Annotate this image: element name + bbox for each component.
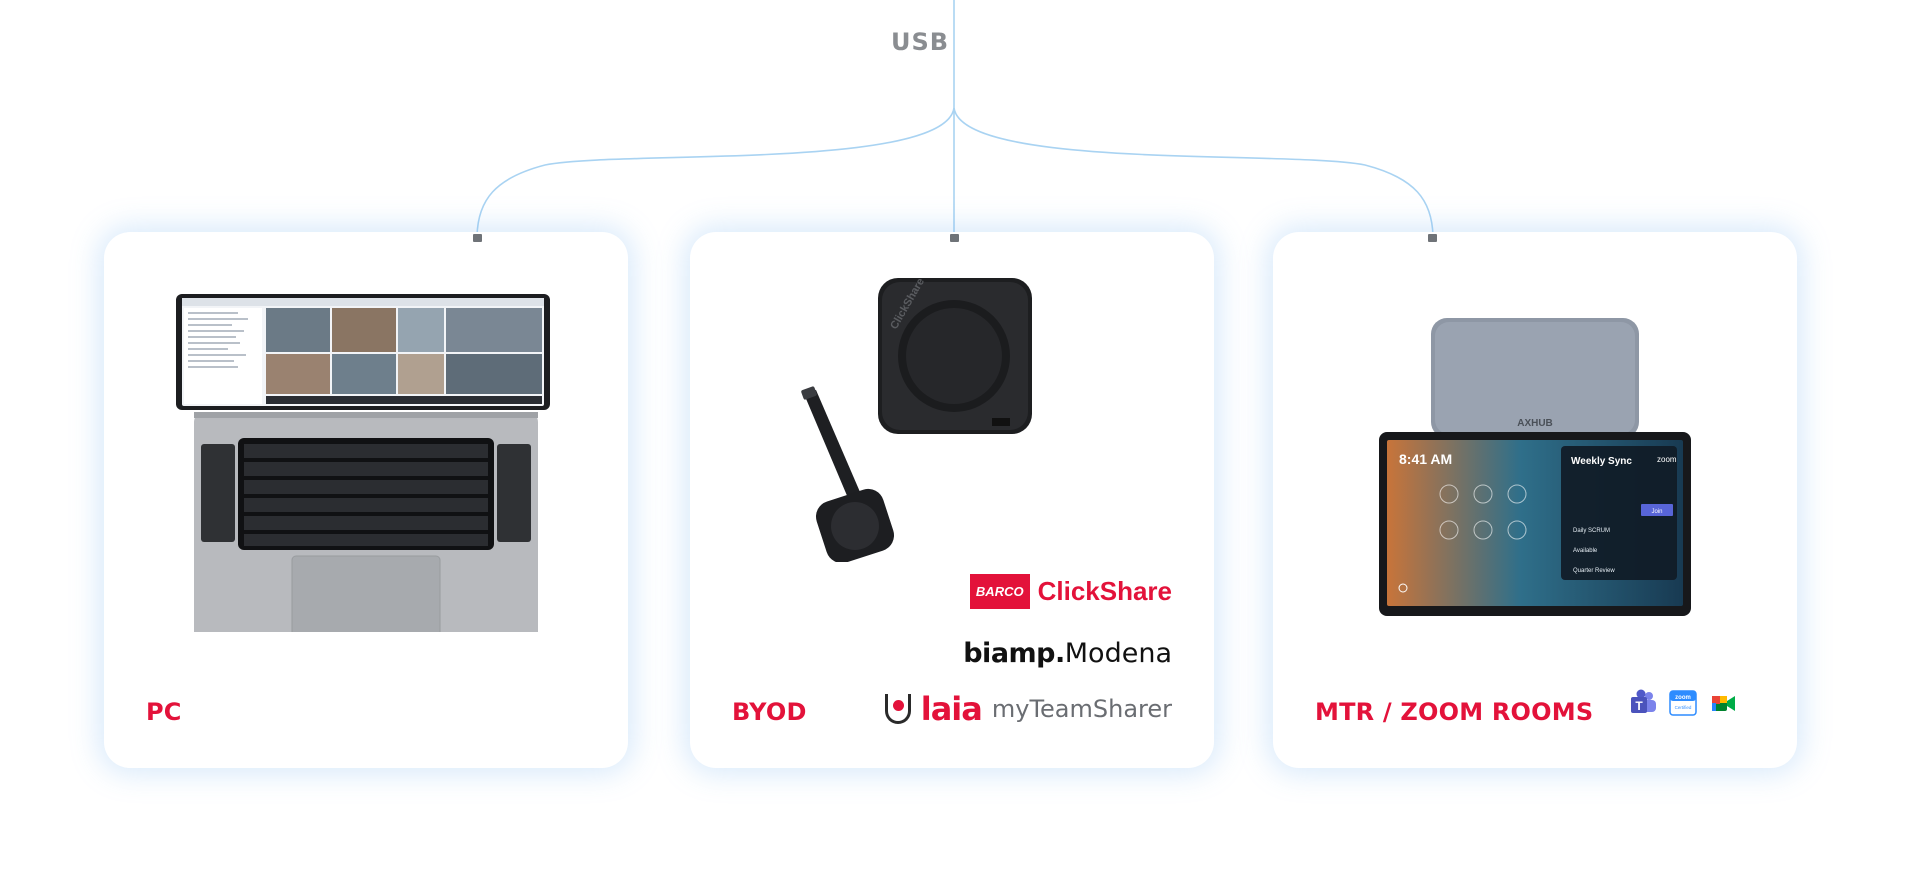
usb-port xyxy=(1428,234,1437,242)
zoom-certified-icon: zoom Certified xyxy=(1669,690,1697,716)
laia-shield-icon xyxy=(884,694,911,724)
zoom-badge-sub: Certified xyxy=(1675,705,1692,710)
usb-branch-left xyxy=(476,107,955,237)
clickshare-wordmark: ClickShare xyxy=(1037,576,1172,606)
pc-card: PC xyxy=(104,232,628,768)
pc-title: PC xyxy=(146,698,182,726)
byod-card: ClickShare BARCO ClickShare biamp.Modena… xyxy=(690,232,1214,768)
svg-text:T: T xyxy=(1635,699,1643,713)
myteamsharer-wordmark: myTeamSharer xyxy=(991,695,1172,723)
biamp-wordmark: biamp. xyxy=(963,638,1065,669)
device-agenda-2: Available xyxy=(1573,548,1598,554)
device-agenda-3: Quarter Review xyxy=(1573,568,1615,574)
device-meeting-title: Weekly Sync xyxy=(1571,456,1632,467)
usb-port xyxy=(473,234,482,242)
usb-branch-right xyxy=(953,107,1434,237)
biamp-modena-logo: biamp.Modena xyxy=(963,638,1172,669)
mtr-card: AXHUB 8:41 AM Weekly Sync zoom Join Dail… xyxy=(1273,232,1797,768)
modena-wordmark: Modena xyxy=(1064,638,1172,669)
laia-wordmark: laia xyxy=(920,690,983,728)
laia-myteamsharer-logo: laia myTeamSharer xyxy=(884,690,1172,728)
usb-port xyxy=(950,234,959,242)
microsoft-teams-icon: T xyxy=(1631,689,1656,713)
device-join-label: Join xyxy=(1651,509,1662,515)
clickshare-devices-image: ClickShare xyxy=(801,276,1032,562)
device-agenda-1: Daily SCRUM xyxy=(1573,528,1610,534)
device-join-button xyxy=(1641,504,1673,516)
device-time: 8:41 AM xyxy=(1399,451,1452,467)
laptop-image xyxy=(176,294,550,632)
hub-label: AXHUB xyxy=(1517,418,1553,429)
clickshare-logo: BARCO ClickShare xyxy=(969,574,1172,609)
byod-title: BYOD xyxy=(732,698,807,726)
zoom-badge-name: zoom xyxy=(1675,695,1691,701)
google-meet-icon xyxy=(1712,696,1735,711)
barco-badge: BARCO xyxy=(969,574,1030,609)
mtr-title: MTR / ZOOM ROOMS xyxy=(1315,698,1594,726)
platform-icons: T zoom Certified xyxy=(1628,688,1738,718)
device-meeting-brand: zoom xyxy=(1657,455,1677,464)
room-system-image: AXHUB 8:41 AM Weekly Sync zoom Join Dail… xyxy=(1379,318,1691,616)
usb-label: USB xyxy=(890,28,950,56)
